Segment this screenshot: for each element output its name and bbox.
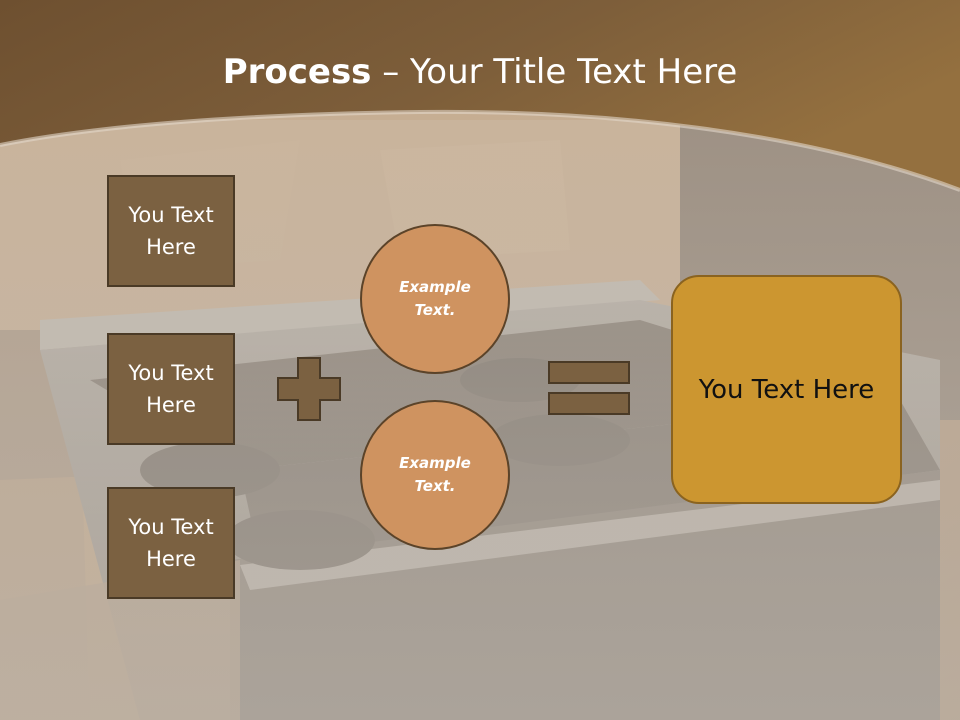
example-circle-2-label: Example Text. (399, 454, 471, 495)
title-bold: Process (222, 52, 372, 92)
plus-icon (277, 357, 341, 421)
input-box-3-label: You Text Here (128, 515, 214, 571)
input-box-1-label: You Text Here (128, 203, 214, 259)
result-box[interactable]: You Text Here (671, 275, 902, 504)
input-box-3[interactable]: You Text Here (107, 487, 235, 599)
result-box-label: You Text Here (698, 374, 875, 405)
title-rest: – Your Title Text Here (371, 52, 738, 92)
input-box-1[interactable]: You Text Here (107, 175, 235, 287)
equals-icon (548, 361, 630, 415)
header-banner (0, 0, 960, 192)
example-circle-2[interactable]: Example Text. (360, 400, 510, 550)
page-title: Process – Your Title Text Here (0, 52, 960, 92)
example-circle-1-label: Example Text. (399, 278, 471, 319)
example-circle-1[interactable]: Example Text. (360, 224, 510, 374)
input-box-2[interactable]: You Text Here (107, 333, 235, 445)
input-box-2-label: You Text Here (128, 361, 214, 417)
